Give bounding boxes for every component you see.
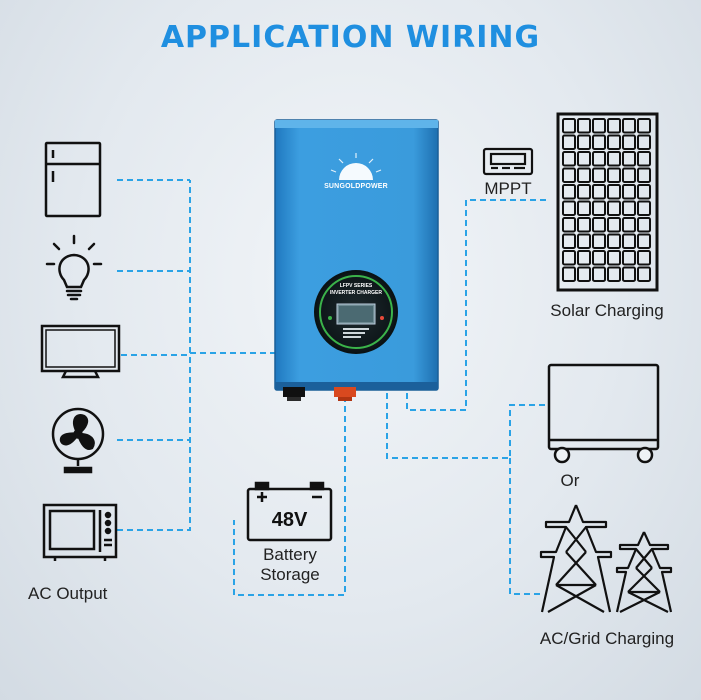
- light-bulb-icon: [45, 234, 103, 301]
- solar-cell: [592, 118, 606, 134]
- solar-cell: [562, 118, 576, 134]
- solar-cell: [637, 184, 651, 200]
- battery-voltage: 48V: [271, 509, 308, 531]
- wire-microwave: [117, 180, 191, 531]
- solar-cell: [577, 233, 591, 249]
- solar-cell: [607, 217, 621, 233]
- solar-cell: [562, 233, 576, 249]
- solar-cell: [592, 151, 606, 167]
- solar-cell: [637, 200, 651, 216]
- fan-icon: [51, 407, 105, 474]
- solar-cell: [562, 151, 576, 167]
- battery-label-line1: Battery: [263, 545, 317, 564]
- solar-cell: [637, 134, 651, 150]
- wire-mppt: [406, 199, 548, 411]
- wire-grid-top: [386, 393, 548, 459]
- solar-cell: [622, 250, 636, 266]
- mppt-label: MPPT: [484, 179, 532, 198]
- solar-cell: [592, 217, 606, 233]
- solar-cell: [622, 118, 636, 134]
- solar-cell: [592, 184, 606, 200]
- microwave-icon: [42, 503, 118, 561]
- solar-cell: [577, 167, 591, 183]
- refrigerator-icon: [44, 141, 102, 218]
- solar-cell: [592, 134, 606, 150]
- wires: [117, 179, 548, 596]
- solar-cell: [592, 266, 606, 282]
- solar-cell: [622, 151, 636, 167]
- solar-cell: [607, 167, 621, 183]
- solar-cell: [637, 266, 651, 282]
- mppt-controller-icon: [482, 147, 534, 176]
- solar-cell: [562, 200, 576, 216]
- solar-cell: [607, 266, 621, 282]
- solar-cell: [637, 167, 651, 183]
- wire-battery: [233, 396, 346, 596]
- solar-cell: [592, 233, 606, 249]
- wire-grid-bottom: [509, 458, 540, 595]
- battery-label-line2: Storage: [260, 565, 320, 584]
- solar-cell: [607, 151, 621, 167]
- solar-cell: [562, 184, 576, 200]
- solar-cell: [607, 250, 621, 266]
- solar-cell: [637, 233, 651, 249]
- solar-cell: [637, 151, 651, 167]
- power-tower-icon: [539, 504, 673, 613]
- ac-output-label: AC Output: [28, 584, 108, 603]
- solar-cell: [577, 217, 591, 233]
- solar-cell: [607, 200, 621, 216]
- solar-cell: [592, 167, 606, 183]
- solar-cell: [622, 233, 636, 249]
- solar-cell: [637, 118, 651, 134]
- solar-cell: [607, 233, 621, 249]
- inverter-brand: SUNGOLDPOWER: [324, 183, 388, 190]
- solar-cell: [607, 134, 621, 150]
- solar-cell: [592, 200, 606, 216]
- solar-cell: [622, 184, 636, 200]
- solar-cell: [577, 200, 591, 216]
- inverter-panel-line1: LFPV SERIES: [339, 283, 373, 289]
- inverter-panel-line2: INVERTER CHARGER: [330, 290, 382, 296]
- solar-cell: [577, 151, 591, 167]
- solar-cell: [622, 217, 636, 233]
- television-icon: [40, 324, 121, 379]
- solar-cell: [607, 184, 621, 200]
- solar-cell: [622, 266, 636, 282]
- solar-cell: [637, 217, 651, 233]
- inverter-icon: [274, 119, 439, 401]
- solar-panel-icon: [556, 112, 659, 292]
- solar-cell: [637, 250, 651, 266]
- solar-cell: [592, 250, 606, 266]
- solar-cell: [622, 200, 636, 216]
- solar-cell: [562, 266, 576, 282]
- solar-cell: [562, 217, 576, 233]
- solar-cell: [562, 134, 576, 150]
- or-label: Or: [560, 471, 580, 490]
- diagram-title: APPLICATION WIRING: [160, 20, 541, 55]
- solar-cell: [577, 184, 591, 200]
- battery-icon: [246, 481, 333, 542]
- solar-cell: [622, 134, 636, 150]
- solar-cell: [577, 250, 591, 266]
- solar-cell: [577, 266, 591, 282]
- grid-charging-label: AC/Grid Charging: [539, 629, 675, 648]
- solar-charging-label: Solar Charging: [550, 301, 664, 320]
- solar-cell: [562, 250, 576, 266]
- solar-cell: [577, 134, 591, 150]
- solar-cell: [622, 167, 636, 183]
- generator-icon: [547, 363, 660, 464]
- solar-cell: [607, 118, 621, 134]
- solar-cell: [562, 167, 576, 183]
- solar-cell: [577, 118, 591, 134]
